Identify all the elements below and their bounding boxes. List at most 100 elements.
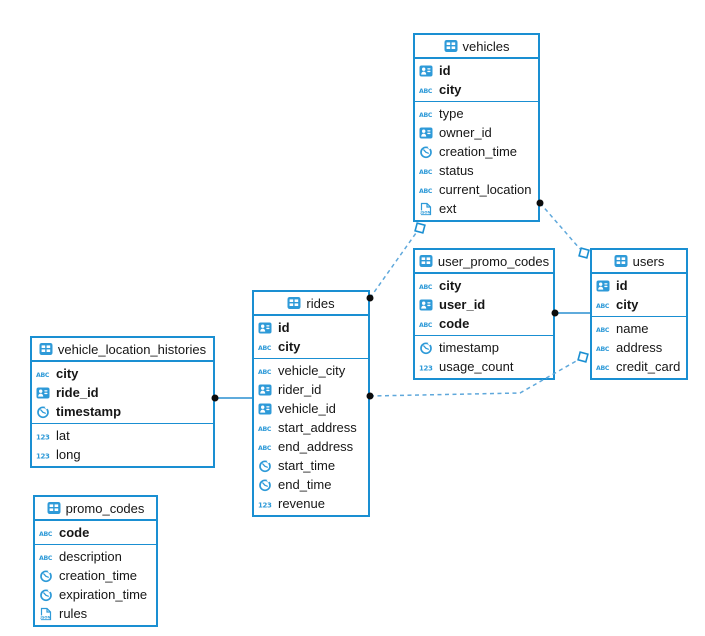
table-header[interactable]: user_promo_codes bbox=[415, 250, 553, 274]
number-icon: 123 bbox=[419, 361, 436, 373]
column-row-pk[interactable]: user_id bbox=[415, 295, 553, 314]
number-icon: 123 bbox=[258, 498, 275, 510]
column-row-pk[interactable]: id bbox=[254, 318, 368, 337]
string-icon: ABC bbox=[258, 441, 275, 453]
svg-text:ABC: ABC bbox=[258, 369, 272, 376]
table-header[interactable]: vehicles bbox=[415, 35, 538, 59]
svg-text:ABC: ABC bbox=[39, 531, 53, 538]
column-row[interactable]: owner_id bbox=[415, 123, 538, 142]
column-row-pk[interactable]: ABC city bbox=[254, 337, 368, 356]
svg-text:123: 123 bbox=[258, 501, 272, 509]
table-icon bbox=[614, 254, 628, 268]
id-card-icon bbox=[596, 279, 613, 293]
column-label: city bbox=[616, 297, 639, 312]
relation-line[interactable] bbox=[539, 202, 581, 250]
column-label: city bbox=[278, 339, 301, 354]
json-icon: JSON bbox=[39, 607, 56, 621]
table-header[interactable]: rides bbox=[254, 292, 368, 316]
id-card-icon bbox=[419, 126, 436, 140]
table-name: user_promo_codes bbox=[437, 253, 550, 269]
string-icon: ABC bbox=[596, 299, 613, 311]
time-icon bbox=[258, 478, 275, 492]
column-row-pk[interactable]: ride_id bbox=[32, 383, 213, 402]
column-row-pk[interactable]: timestamp bbox=[32, 402, 213, 421]
column-row[interactable]: creation_time bbox=[415, 142, 538, 161]
column-row[interactable]: end_time bbox=[254, 475, 368, 494]
svg-text:ABC: ABC bbox=[258, 345, 272, 352]
svg-text:ABC: ABC bbox=[36, 372, 50, 379]
id-card-icon bbox=[258, 321, 275, 335]
column-row[interactable]: expiration_time bbox=[35, 585, 156, 604]
relation-line[interactable] bbox=[369, 232, 417, 299]
svg-text:ABC: ABC bbox=[596, 327, 610, 334]
relation-vehicle-location-histories-to-rides[interactable] bbox=[211, 394, 253, 402]
relation-user-promo-codes-to-users[interactable] bbox=[551, 309, 591, 317]
column-label: city bbox=[439, 278, 462, 293]
column-row[interactable]: timestamp bbox=[415, 338, 553, 357]
svg-text:123: 123 bbox=[419, 364, 433, 372]
column-label: ride_id bbox=[56, 385, 99, 400]
string-icon: ABC bbox=[596, 323, 613, 335]
svg-text:ABC: ABC bbox=[419, 88, 433, 95]
column-label: creation_time bbox=[439, 144, 518, 159]
time-icon bbox=[419, 341, 436, 355]
relation-diamond-end bbox=[577, 351, 589, 363]
column-row[interactable]: ABC vehicle_city bbox=[254, 361, 368, 380]
svg-text:ABC: ABC bbox=[258, 426, 272, 433]
column-row[interactable]: start_time bbox=[254, 456, 368, 475]
svg-text:ABC: ABC bbox=[596, 346, 610, 353]
column-row[interactable]: rider_id bbox=[254, 380, 368, 399]
id-card-icon bbox=[258, 402, 275, 416]
table-header[interactable]: vehicle_location_histories bbox=[32, 338, 213, 362]
column-label: code bbox=[439, 316, 470, 331]
time-icon bbox=[39, 588, 56, 602]
column-row-pk[interactable]: id bbox=[415, 61, 538, 80]
number-icon: 123 bbox=[36, 430, 53, 442]
column-row-pk[interactable]: ABC city bbox=[415, 276, 553, 295]
column-row[interactable]: vehicle_id bbox=[254, 399, 368, 418]
column-row-pk[interactable]: id bbox=[592, 276, 686, 295]
svg-text:JSON: JSON bbox=[420, 210, 431, 214]
column-label: description bbox=[59, 549, 122, 564]
table-icon bbox=[419, 254, 433, 268]
column-row[interactable]: creation_time bbox=[35, 566, 156, 585]
svg-text:ABC: ABC bbox=[419, 169, 433, 176]
time-icon bbox=[39, 569, 56, 583]
svg-text:ABC: ABC bbox=[419, 284, 433, 291]
column-label: user_id bbox=[439, 297, 486, 312]
column-label: vehicle_city bbox=[278, 363, 346, 378]
table-header[interactable]: users bbox=[592, 250, 686, 274]
table-header[interactable]: promo_codes bbox=[35, 497, 156, 521]
string-icon: ABC bbox=[258, 422, 275, 434]
column-label: vehicle_id bbox=[278, 401, 336, 416]
